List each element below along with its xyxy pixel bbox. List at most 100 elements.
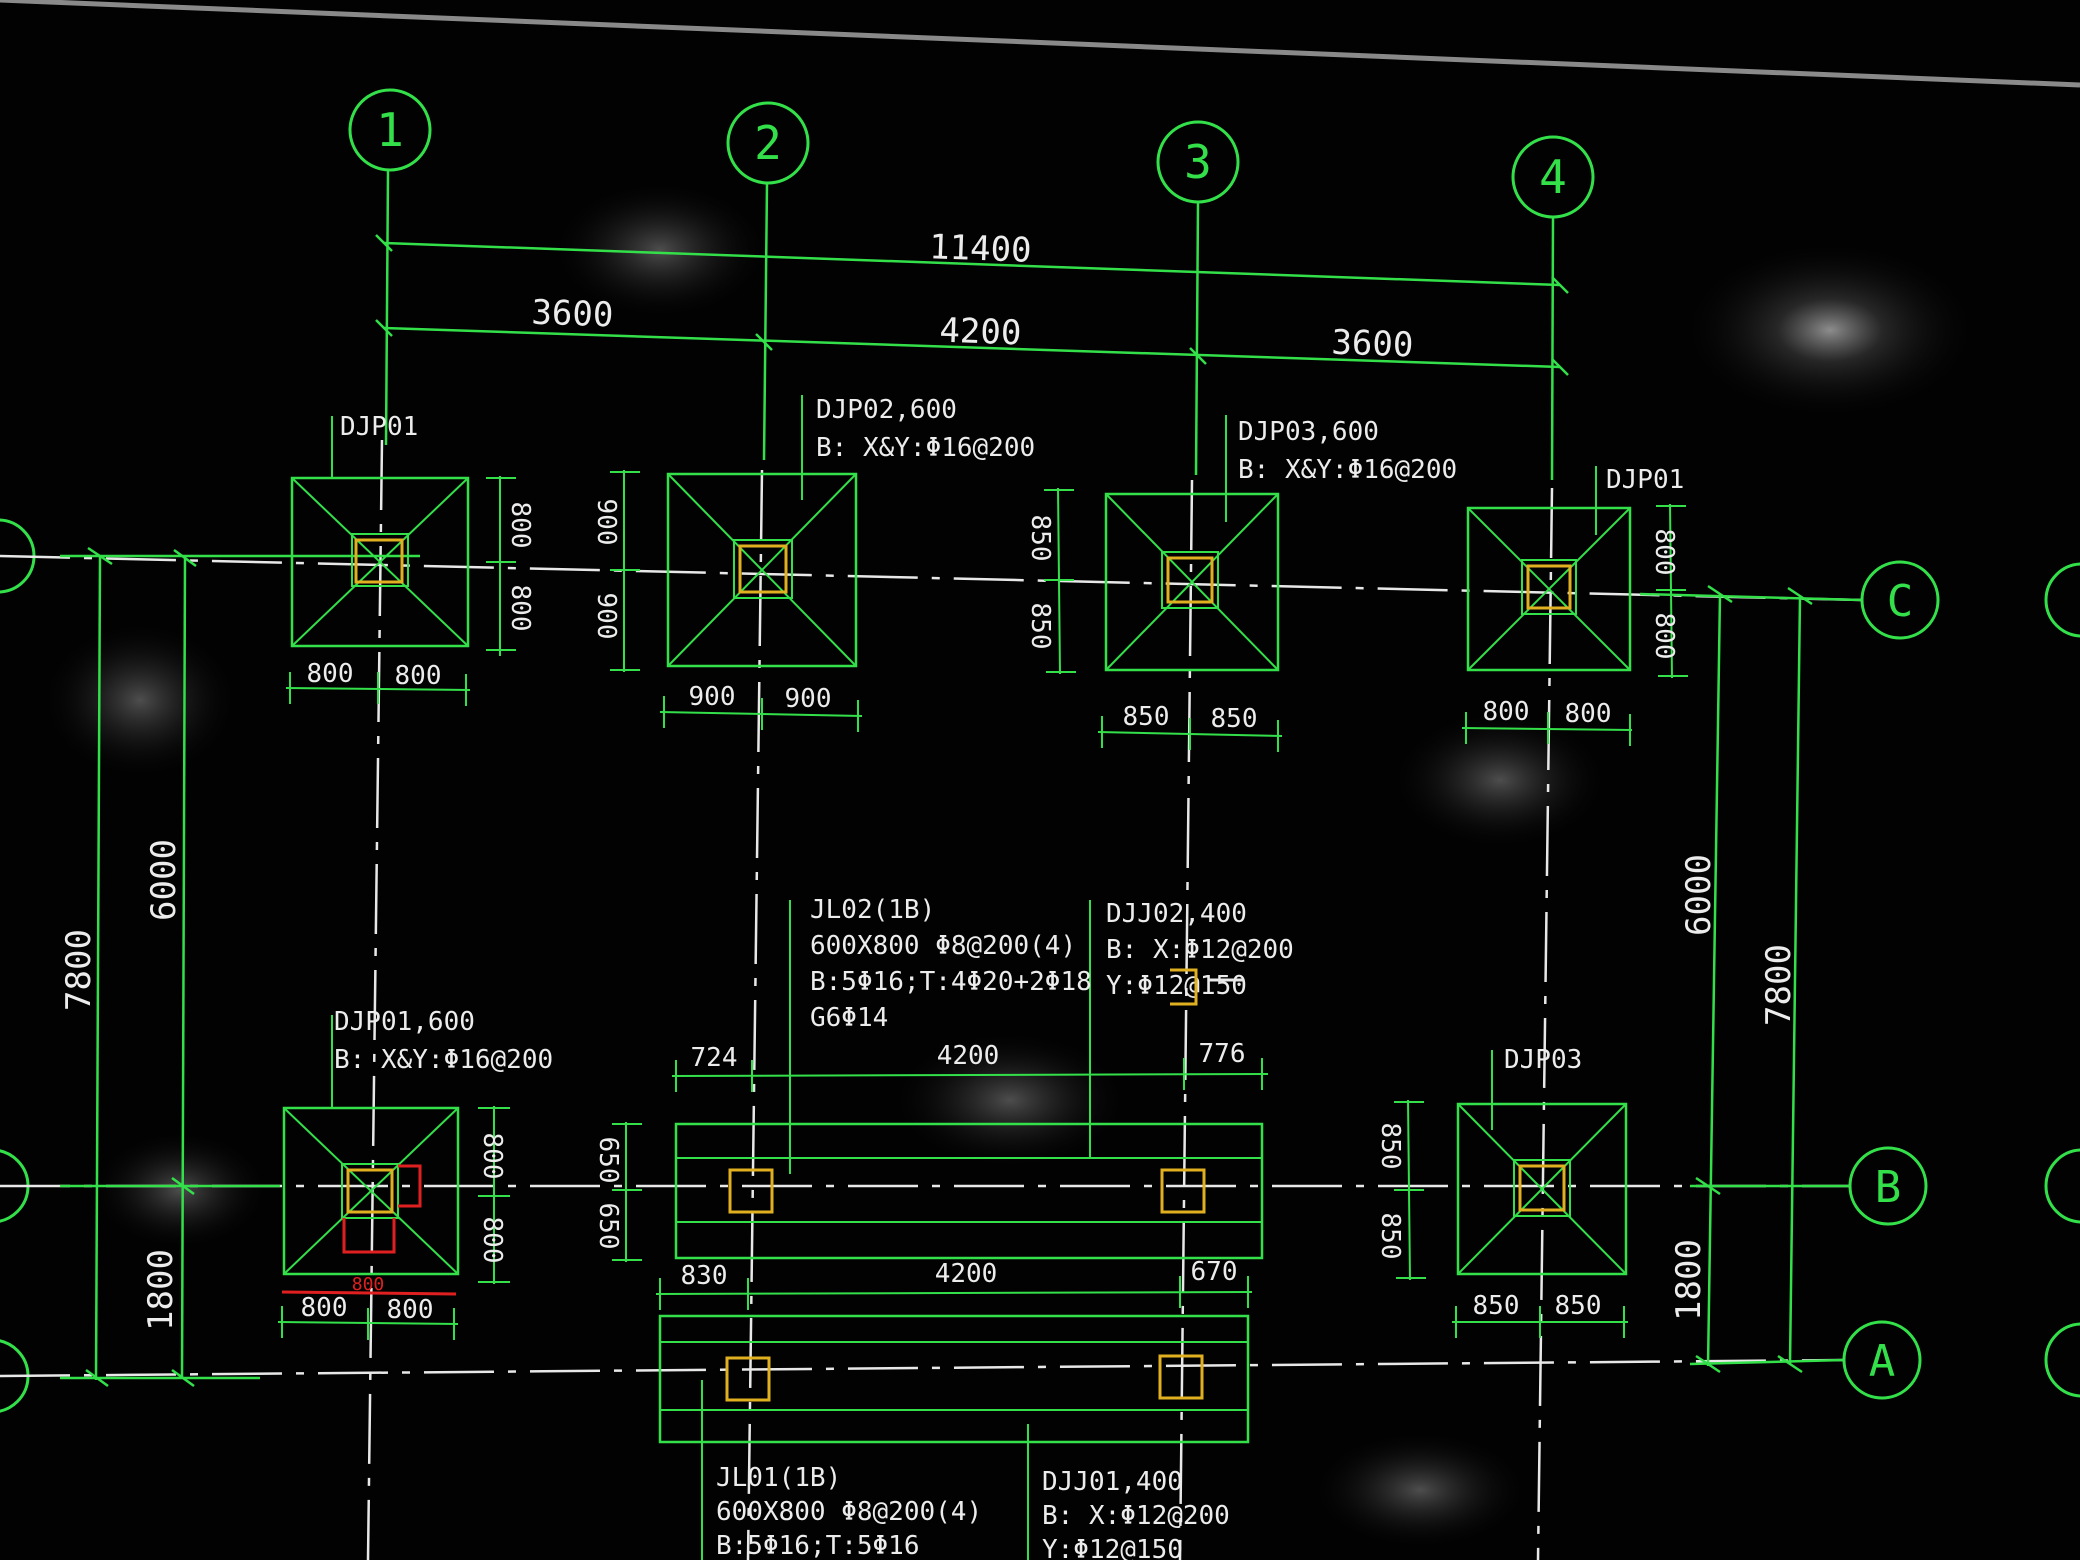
- footing-c4-label: DJP01: [1606, 465, 1684, 495]
- axis-bubble-4[interactable]: 4: [1511, 135, 1595, 219]
- footing-b1-dims: [277, 1106, 510, 1340]
- centerlines-horizontal: [0, 554, 1863, 1378]
- axis-bubble-1[interactable]: 1: [348, 88, 432, 172]
- djj01-line-1: DJJ01,400: [1042, 1467, 1183, 1497]
- footing-c2-dim-v-top: 900: [591, 499, 621, 546]
- footing-c3-dim-h-right: 850: [1211, 704, 1258, 734]
- jl01-line-1: JL01(1B): [716, 1463, 841, 1493]
- footing-c2-dim-h-right: 900: [785, 684, 832, 714]
- footing-c4-dim-h-right: 800: [1565, 699, 1612, 729]
- footing-c4-dim-v-bottom: 800: [1649, 613, 1679, 660]
- jl02-dim-v-bottom: 650: [593, 1203, 623, 1250]
- footing-c3-dims: [1044, 487, 1283, 752]
- footing-b4-dims: [1394, 1099, 1628, 1338]
- footing-c4-dim-h-left: 800: [1483, 697, 1530, 727]
- footing-c4-dims: [1461, 503, 1688, 746]
- right-dimension-lines: [1639, 584, 1863, 1374]
- jl01-line-3: B:5Φ16;T:5Φ16: [716, 1531, 920, 1560]
- footing-c4-dim-v-top: 800: [1649, 529, 1679, 576]
- axis-bubble-a-right-partial: [2044, 1322, 2080, 1398]
- footing-b1-dim-h-left: 800: [301, 1293, 348, 1323]
- axis-label-c: C: [1887, 576, 1914, 627]
- axis-label-2: 2: [754, 116, 782, 170]
- dim-right-6000: 6000: [1679, 854, 1719, 936]
- strip-footing-b[interactable]: [674, 900, 1264, 1260]
- footing-c3-rebar: B: X&Y:Φ16@200: [1238, 455, 1457, 485]
- footing-c4[interactable]: [1466, 466, 1632, 672]
- jl02-annotation: JL02(1B) 600X800 Φ8@200(4) B:5Φ16;T:4Φ20…: [810, 895, 1092, 1033]
- footing-b1-rebar: B: X&Y:Φ16@200: [334, 1045, 553, 1075]
- footing-c3-label: DJP03,600: [1238, 417, 1379, 447]
- footing-c2-rebar: B: X&Y:Φ16@200: [816, 433, 1035, 463]
- footing-b4[interactable]: [1456, 1050, 1628, 1276]
- jl02-dim-left: 724: [691, 1043, 738, 1073]
- axis-label-1: 1: [376, 103, 404, 157]
- footing-c1[interactable]: [290, 416, 470, 648]
- dim-span-2-3: 4200: [939, 311, 1022, 354]
- left-dimension-lines: [60, 546, 420, 1388]
- djj01-line-2: B: X:Φ12@200: [1042, 1501, 1230, 1531]
- dim-span-1-2: 3600: [531, 293, 614, 336]
- footing-c3-dim-v-top: 850: [1025, 515, 1055, 562]
- footing-b4-dim-v-top: 850: [1375, 1123, 1405, 1170]
- jl01-dim-left: 830: [681, 1261, 728, 1291]
- jl02-line-4: G6Φ14: [810, 1003, 888, 1033]
- dim-left-7800: 7800: [59, 929, 99, 1011]
- footing-c2[interactable]: [666, 395, 858, 668]
- footing-c3-dim-v-bottom: 850: [1025, 603, 1055, 650]
- footing-b4-dim-h-right: 850: [1555, 1291, 1602, 1321]
- dim-right-7800: 7800: [1759, 944, 1799, 1026]
- jl01-annotation: JL01(1B) 600X800 Φ8@200(4) B:5Φ16;T:5Φ16: [716, 1463, 982, 1560]
- jl02-line-3: B:5Φ16;T:4Φ20+2Φ18: [810, 967, 1092, 997]
- dim-right-1800: 1800: [1669, 1239, 1709, 1321]
- footing-b1-dim-h-right: 800: [387, 1295, 434, 1325]
- dim-left-6000: 6000: [144, 839, 184, 921]
- djj02-line-3: Y:Φ12@150: [1106, 971, 1247, 1001]
- axis-bubble-b[interactable]: B: [1848, 1146, 1928, 1226]
- axis-bubble-3[interactable]: 3: [1156, 120, 1240, 204]
- axis-bubble-a[interactable]: A: [1842, 1320, 1922, 1400]
- jl02-line-2: 600X800 Φ8@200(4): [810, 931, 1076, 961]
- jl02-dim-mid: 4200: [937, 1041, 1000, 1071]
- footing-c1-dim-v-top: 800: [505, 502, 535, 549]
- footing-c2-dim-h-left: 900: [689, 682, 736, 712]
- axis-bubble-c[interactable]: C: [1860, 560, 1940, 640]
- footing-c3[interactable]: [1104, 415, 1280, 672]
- top-dimension-lines: [375, 234, 1569, 376]
- axis-leaders: [384, 169, 1555, 481]
- footing-c3-dim-h-left: 850: [1123, 702, 1170, 732]
- jl02-line-1: JL02(1B): [810, 895, 935, 925]
- djj02-line-1: DJJ02,400: [1106, 899, 1247, 929]
- footing-c2-dims: [610, 470, 863, 732]
- footing-b1-red-dim: 800: [352, 1274, 385, 1295]
- axis-bubble-2[interactable]: 2: [726, 101, 810, 185]
- dim-span-3-4: 3600: [1331, 323, 1414, 366]
- axis-bubble-c-right-partial: [2044, 562, 2080, 638]
- axis-label-b: B: [1875, 1162, 1902, 1213]
- footing-c1-dim-v-bottom: 800: [505, 585, 535, 632]
- footing-b4-dim-h-left: 850: [1473, 1291, 1520, 1321]
- strip-footing-a[interactable]: [658, 1314, 1250, 1560]
- footing-c1-label: DJP01: [340, 412, 418, 442]
- footing-b1-dim-v-top: 800: [477, 1133, 507, 1180]
- jl01-dim-right: 670: [1191, 1257, 1238, 1287]
- jl01-dim-mid: 4200: [935, 1259, 998, 1289]
- axis-label-4: 4: [1539, 150, 1567, 204]
- viewport-edge: [0, 0, 2080, 88]
- djj02-line-2: B: X:Φ12@200: [1106, 935, 1294, 965]
- dim-total-11400: 11400: [929, 227, 1033, 271]
- djj01-line-3: Y:Φ12@150: [1042, 1535, 1183, 1560]
- axis-label-a: A: [1869, 1336, 1896, 1387]
- footing-b1-label: DJP01,600: [334, 1007, 475, 1037]
- djj02-annotation: DJJ02,400 B: X:Φ12@200 Y:Φ12@150: [1106, 899, 1294, 1006]
- footing-c2-label: DJP02,600: [816, 395, 957, 425]
- dim-left-1800: 1800: [141, 1249, 181, 1331]
- footing-c1-dim-h-right: 800: [395, 661, 442, 691]
- footing-c1-dims: [285, 476, 516, 706]
- centerlines-vertical: [366, 439, 1554, 1560]
- jl02-dim-v-top: 650: [593, 1137, 623, 1184]
- footing-b4-label: DJP03: [1504, 1045, 1582, 1075]
- footing-b1[interactable]: [282, 1015, 460, 1276]
